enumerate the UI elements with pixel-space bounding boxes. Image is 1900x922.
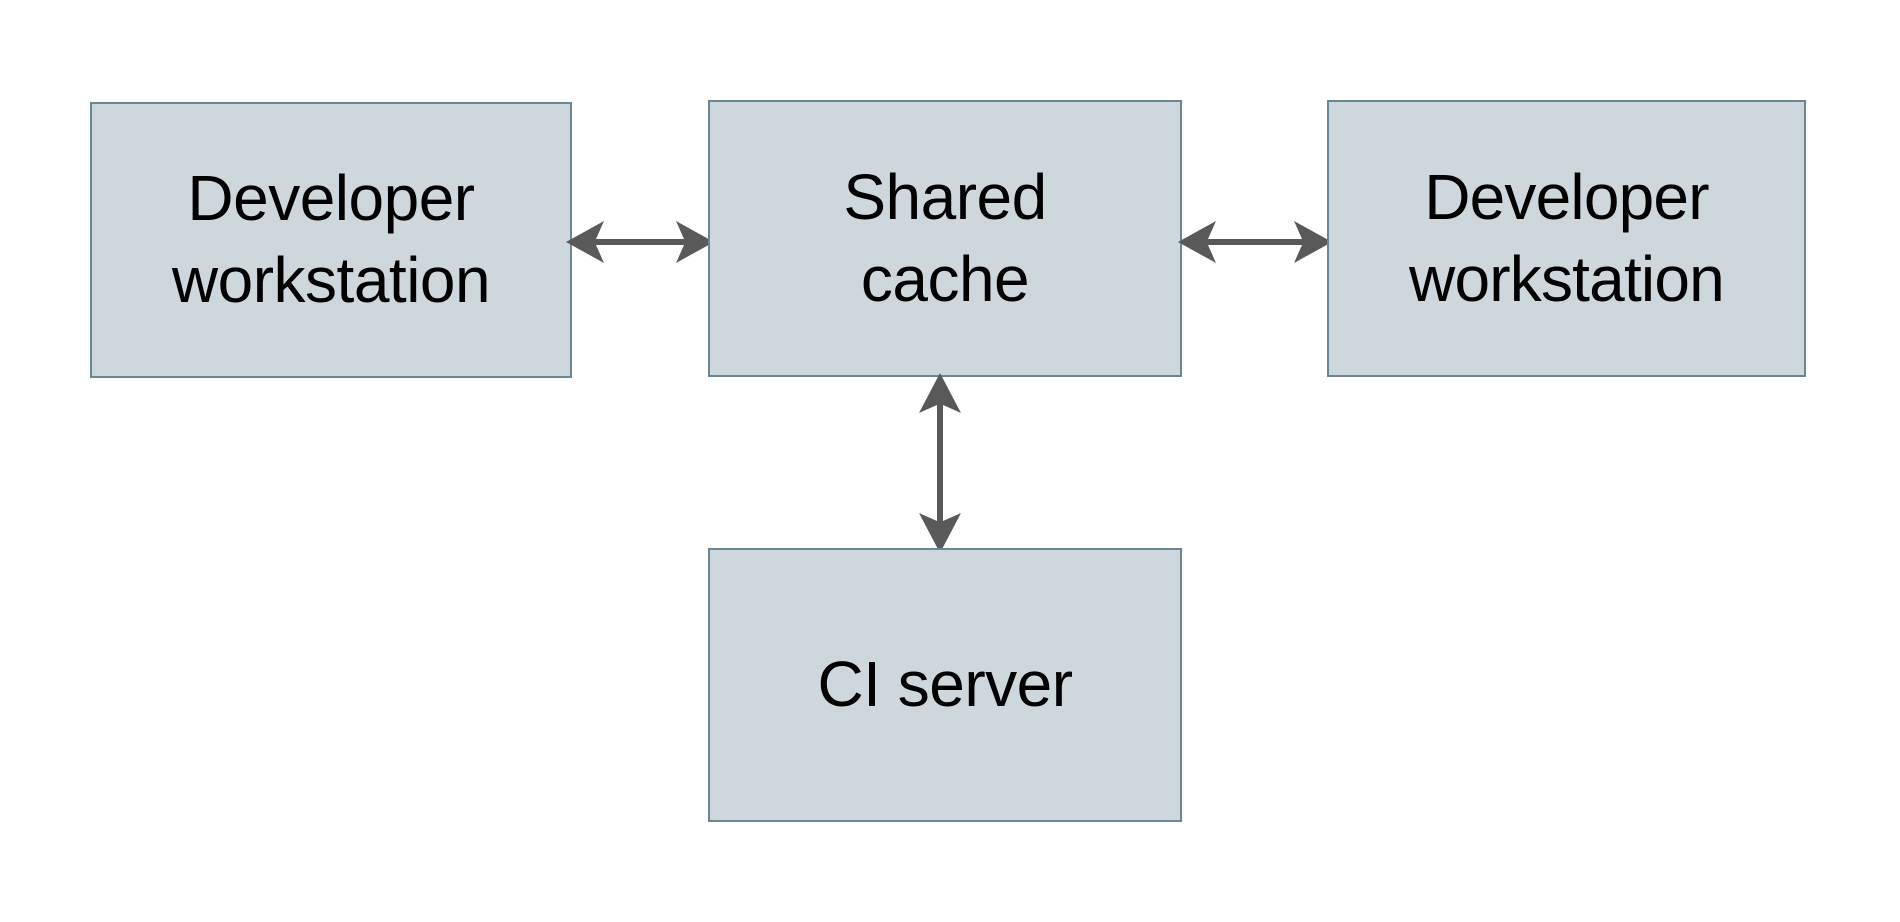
node-developer-workstation-right[interactable]: Developer workstation — [1327, 100, 1806, 377]
node-label: Developer workstation — [1409, 160, 1725, 315]
node-shared-cache[interactable]: Shared cache — [708, 100, 1182, 377]
bidirectional-arrow-icon — [1178, 221, 1332, 263]
node-label: CI server — [817, 648, 1073, 721]
node-label: Developer workstation — [171, 162, 491, 316]
bidirectional-arrow-icon — [566, 221, 714, 263]
connector-shared-cache-to-ci-server[interactable] — [910, 373, 970, 553]
connector-developer-left-to-shared-cache[interactable] — [566, 212, 714, 272]
bidirectional-arrow-icon — [919, 373, 961, 553]
node-label: Shared cache — [843, 160, 1047, 315]
node-developer-workstation-left[interactable]: Developer workstation — [90, 102, 572, 378]
node-ci-server[interactable]: CI server — [708, 548, 1182, 822]
connector-shared-cache-to-developer-right[interactable] — [1178, 212, 1332, 272]
